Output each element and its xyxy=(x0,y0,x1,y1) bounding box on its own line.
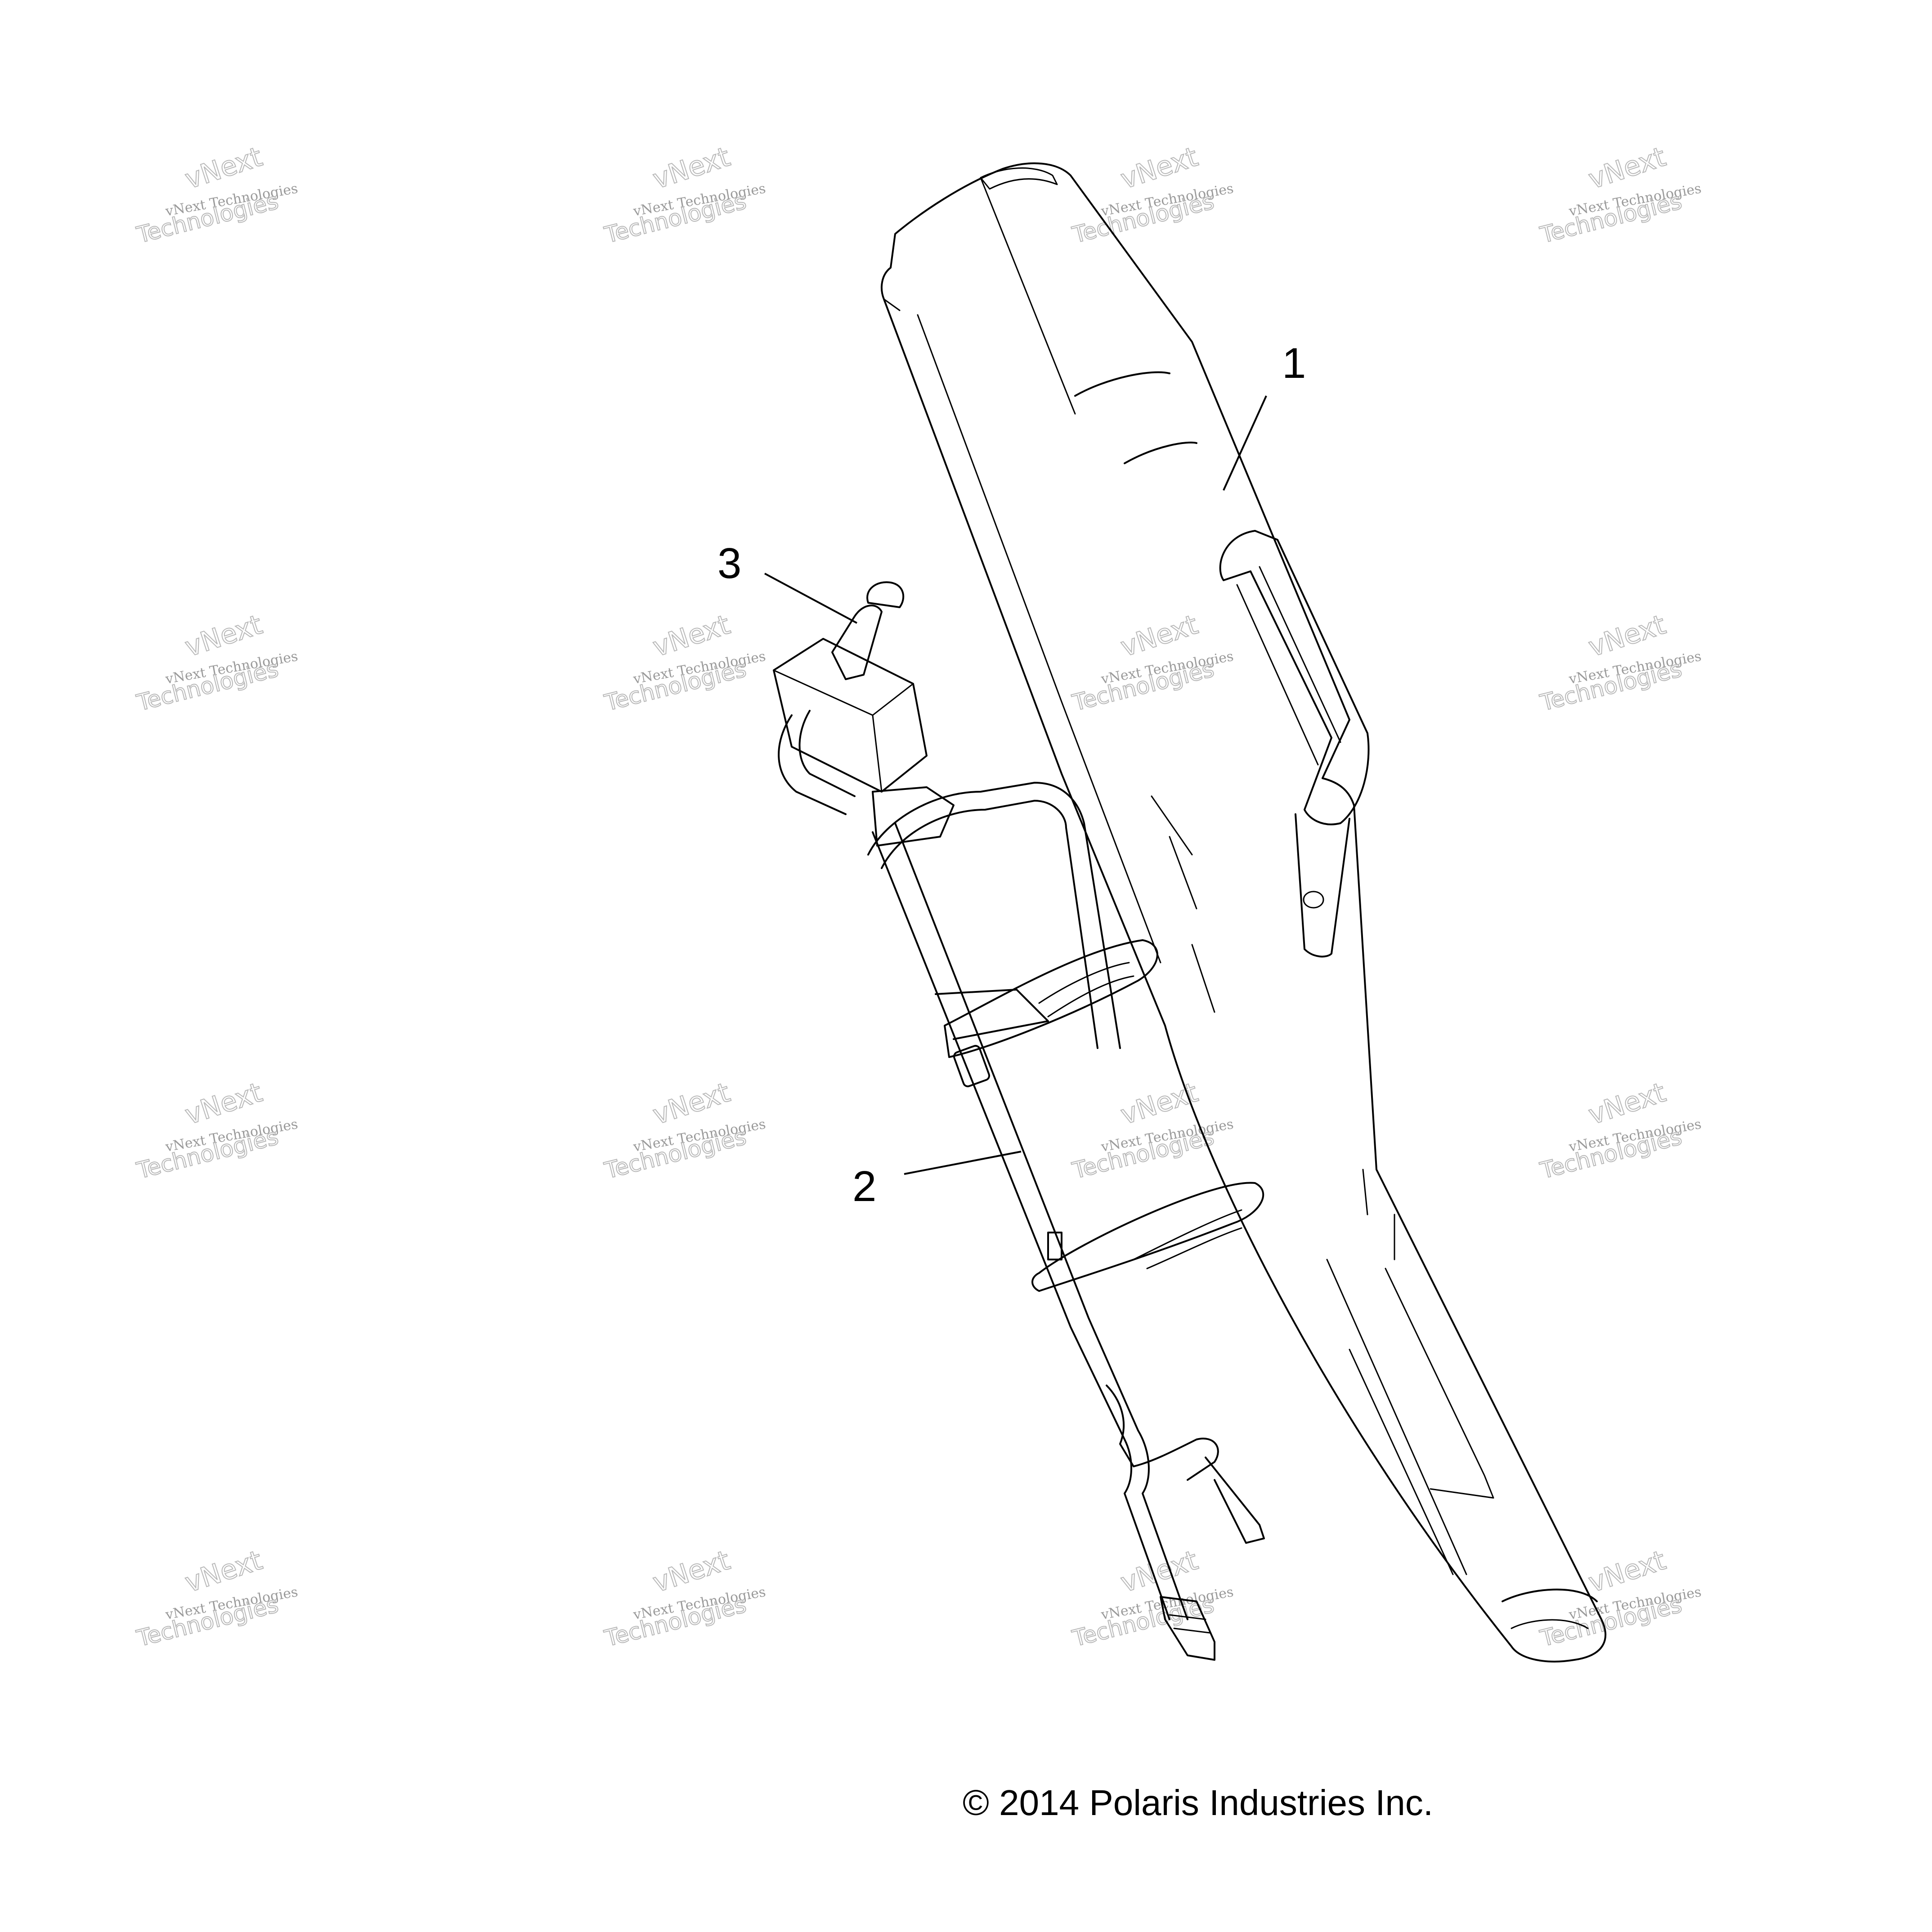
gun-case-strap xyxy=(1219,530,1370,825)
svg-text:vNext: vNext xyxy=(181,1545,266,1599)
watermark: vNext Technologies vNext Technologies xyxy=(601,1544,767,1652)
watermark: vNext Technologies vNext Technologies xyxy=(1069,141,1235,249)
gun-case-outline xyxy=(881,162,1607,1663)
copyright-notice: © 2014 Polaris Industries Inc. xyxy=(963,1783,1433,1823)
rack-foot-bracket xyxy=(1205,1457,1265,1544)
leader-line-3 xyxy=(764,573,857,624)
svg-text:vNext: vNext xyxy=(649,1077,734,1131)
leader-line-2 xyxy=(904,1151,1022,1175)
watermark: vNext Technologies vNext Technologies xyxy=(1537,609,1703,717)
watermark: vNext Technologies vNext Technologies xyxy=(1069,609,1235,717)
rack-knob xyxy=(953,1044,991,1088)
svg-text:vNext: vNext xyxy=(649,141,734,196)
svg-text:vNext: vNext xyxy=(181,609,266,663)
latch-housing xyxy=(773,638,928,793)
watermark: vNext Technologies vNext Technologies xyxy=(134,609,299,717)
svg-text:vNext: vNext xyxy=(1117,1077,1201,1131)
rack-bottom-clamp-detail xyxy=(1169,1614,1211,1634)
watermark-layer: vNext Technologies vNext Technologies vN… xyxy=(134,141,1703,1652)
rack-upper-hoop xyxy=(867,782,1121,1049)
svg-text:vNext: vNext xyxy=(1117,141,1201,196)
part-2-mount-rack xyxy=(867,782,1265,1661)
rack-upper-cradle-pad xyxy=(1038,962,1134,1018)
callout-3: 3 xyxy=(717,539,741,587)
gun-case-rib-3 xyxy=(1349,1349,1454,1575)
part-3-latch xyxy=(773,581,928,815)
part-1-gun-case xyxy=(881,162,1607,1663)
watermark: vNext Technologies vNext Technologies xyxy=(134,141,299,249)
rack-bottom-clamp xyxy=(1160,1596,1215,1661)
gun-case-seam xyxy=(917,314,1161,964)
gun-case-clip xyxy=(1295,813,1350,958)
rack-lower-tube xyxy=(1106,1385,1219,1481)
gun-case-clip-hole xyxy=(1303,891,1324,909)
watermark: vNext Technologies vNext Technologies xyxy=(1537,141,1703,249)
latch-strap xyxy=(778,710,856,815)
watermark: vNext Technologies vNext Technologies xyxy=(601,609,767,717)
svg-text:vNext: vNext xyxy=(1117,609,1201,663)
rack-upper-bracket xyxy=(872,786,955,847)
svg-text:vNext: vNext xyxy=(649,1545,734,1599)
watermark: vNext Technologies vNext Technologies xyxy=(1069,1544,1235,1652)
leader-line-1 xyxy=(1223,395,1267,491)
gun-case-break-lines xyxy=(1151,795,1395,1260)
gun-case-collar-upper xyxy=(1074,371,1170,397)
gun-case-bottom-cap xyxy=(1502,1588,1598,1602)
rack-lower-bracket xyxy=(1047,1232,1062,1260)
callout-2: 2 xyxy=(852,1162,876,1210)
gun-case-collar-lower xyxy=(1124,441,1197,464)
svg-text:vNext: vNext xyxy=(1585,141,1669,196)
latch-housing-edge xyxy=(773,669,914,793)
watermark: vNext Technologies vNext Technologies xyxy=(1537,1076,1703,1184)
svg-text:vNext: vNext xyxy=(649,609,734,663)
gun-case-bottom-cap-inner xyxy=(1511,1619,1589,1629)
watermark: vNext Technologies vNext Technologies xyxy=(134,1544,299,1652)
rack-upper-hoop-inner xyxy=(881,800,1098,1049)
leader-lines xyxy=(764,395,1267,1175)
gun-case-top-rim xyxy=(980,167,1058,190)
svg-text:vNext: vNext xyxy=(1585,609,1669,663)
gun-case-strap-inner xyxy=(1236,566,1341,766)
rack-upper-arm xyxy=(935,989,1049,1040)
latch-lever xyxy=(831,605,883,680)
gun-case-rib-2 xyxy=(1385,1268,1494,1499)
gun-case-rib-1 xyxy=(1326,1259,1467,1575)
gun-case-top-edge xyxy=(883,177,1076,415)
watermark: vNext Technologies vNext Technologies xyxy=(1069,1076,1235,1184)
svg-text:vNext: vNext xyxy=(1585,1077,1669,1131)
rack-lower-cradle xyxy=(1031,1182,1264,1292)
svg-text:vNext: vNext xyxy=(181,141,266,196)
rack-main-rod xyxy=(872,831,1170,1620)
svg-text:vNext: vNext xyxy=(181,1077,266,1131)
latch-tab xyxy=(866,581,905,608)
callout-1: 1 xyxy=(1282,339,1306,387)
watermark: vNext Technologies vNext Technologies xyxy=(1537,1544,1703,1652)
rack-upper-cradle xyxy=(944,939,1158,1058)
watermark: vNext Technologies vNext Technologies xyxy=(601,141,767,249)
rack-main-rod-back xyxy=(894,822,1188,1620)
watermark: vNext Technologies vNext Technologies xyxy=(601,1076,767,1184)
watermark: vNext Technologies vNext Technologies xyxy=(134,1076,299,1184)
svg-text:vNext: vNext xyxy=(1585,1545,1669,1599)
rack-lower-cradle-pad xyxy=(1133,1209,1242,1269)
